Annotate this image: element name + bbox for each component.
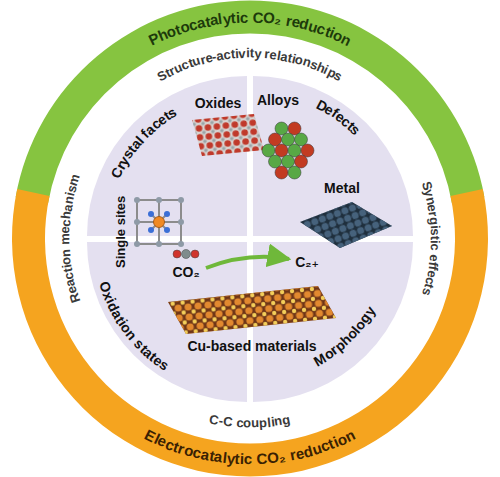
product-label: C₂₊ xyxy=(295,254,319,271)
text-glyph xyxy=(252,450,257,468)
text-holder: Single sites xyxy=(85,224,157,240)
text-glyph: u xyxy=(251,415,259,431)
quadrant-title: Crystal facets xyxy=(106,101,183,184)
text-holder: Oxidation states xyxy=(94,276,176,376)
text-glyph: c xyxy=(236,415,244,431)
band-fill xyxy=(12,189,488,476)
text-glyph: i xyxy=(427,240,443,244)
text-glyph: c xyxy=(427,243,443,251)
text-glyph xyxy=(248,8,252,26)
text-holder: Alloys xyxy=(257,92,299,109)
text-glyph: g xyxy=(281,411,292,428)
text-glyph: y xyxy=(254,46,262,62)
text-holder: Reaction mechanism xyxy=(55,170,86,308)
text-glyph: e xyxy=(57,226,73,234)
text-holder: C₂₊ xyxy=(295,254,319,271)
text-holder: Metal xyxy=(324,180,360,197)
quadrant-title: Morphology xyxy=(309,300,381,371)
ring-label: C-C coupling xyxy=(204,410,297,434)
alloy-atom xyxy=(275,166,288,179)
text-glyph: y xyxy=(226,449,236,468)
text-glyph: i xyxy=(240,450,245,468)
text-holder: Oxides xyxy=(195,95,242,112)
ring-label: Reaction mechanism xyxy=(55,170,86,308)
text-holder: Defects xyxy=(310,94,366,141)
text-glyph: C xyxy=(222,414,233,431)
oxide-atoms xyxy=(192,114,264,156)
copper-site xyxy=(154,217,165,228)
text-glyph: i xyxy=(235,9,240,27)
text-glyph: t xyxy=(250,46,254,62)
band-fill xyxy=(16,1,485,203)
text-holder: Photocatalytic CO₂ reduction xyxy=(142,6,358,52)
text-glyph: t xyxy=(234,450,240,468)
text-glyph: i xyxy=(246,46,250,62)
material-label: Metal xyxy=(324,180,360,197)
ring-label: Structure-activity relationships xyxy=(152,43,349,86)
sector-fill xyxy=(253,76,413,236)
quadrant-title: Oxidation states xyxy=(94,276,176,376)
material-label: Single sites xyxy=(113,196,129,268)
text-holder: Synergistic effects xyxy=(417,175,446,302)
text-glyph xyxy=(57,245,73,249)
text-glyph: m xyxy=(57,233,73,245)
text-glyph: c xyxy=(240,8,249,26)
oxide-lattice xyxy=(192,114,264,156)
co2-molecule xyxy=(173,250,199,259)
sector-fill xyxy=(87,242,247,402)
text-holder: Morphology xyxy=(309,300,381,371)
text-glyph: c xyxy=(244,450,252,468)
text-glyph: ₂ xyxy=(278,448,287,467)
band-title: Photocatalytic CO₂ reduction xyxy=(142,6,358,52)
material-label: Oxides xyxy=(195,95,242,112)
text-glyph: o xyxy=(243,416,251,432)
text-glyph: ₂ xyxy=(274,10,283,29)
alloy-atom xyxy=(288,166,301,179)
text-glyph: t xyxy=(427,236,443,240)
text-holder: Structure-activity relationships xyxy=(152,43,349,86)
ring-label: Synergistic effects xyxy=(417,175,446,302)
text-holder: C-C coupling xyxy=(204,410,297,434)
sector-fill xyxy=(253,242,413,402)
text-glyph: O xyxy=(263,9,276,28)
text-glyph: C xyxy=(252,8,263,26)
sector-fill xyxy=(87,76,247,236)
text-glyph: C xyxy=(256,450,268,469)
text-glyph: n xyxy=(57,248,73,257)
material-label: Alloys xyxy=(257,92,299,109)
material-label: Cu-based materials xyxy=(187,338,316,355)
text-glyph: v xyxy=(238,46,246,62)
text-holder: Crystal facets xyxy=(106,101,183,184)
nitrogen-atoms xyxy=(148,211,170,233)
text-glyph: g xyxy=(426,216,442,225)
text-holder: Cu-based materials xyxy=(187,338,316,355)
quadrant-title: Defects xyxy=(310,94,366,141)
text-holder: CO₂ xyxy=(172,264,199,281)
text-glyph: s xyxy=(427,228,443,236)
oxide-slab xyxy=(192,114,264,156)
molecule-label: CO₂ xyxy=(172,264,199,281)
